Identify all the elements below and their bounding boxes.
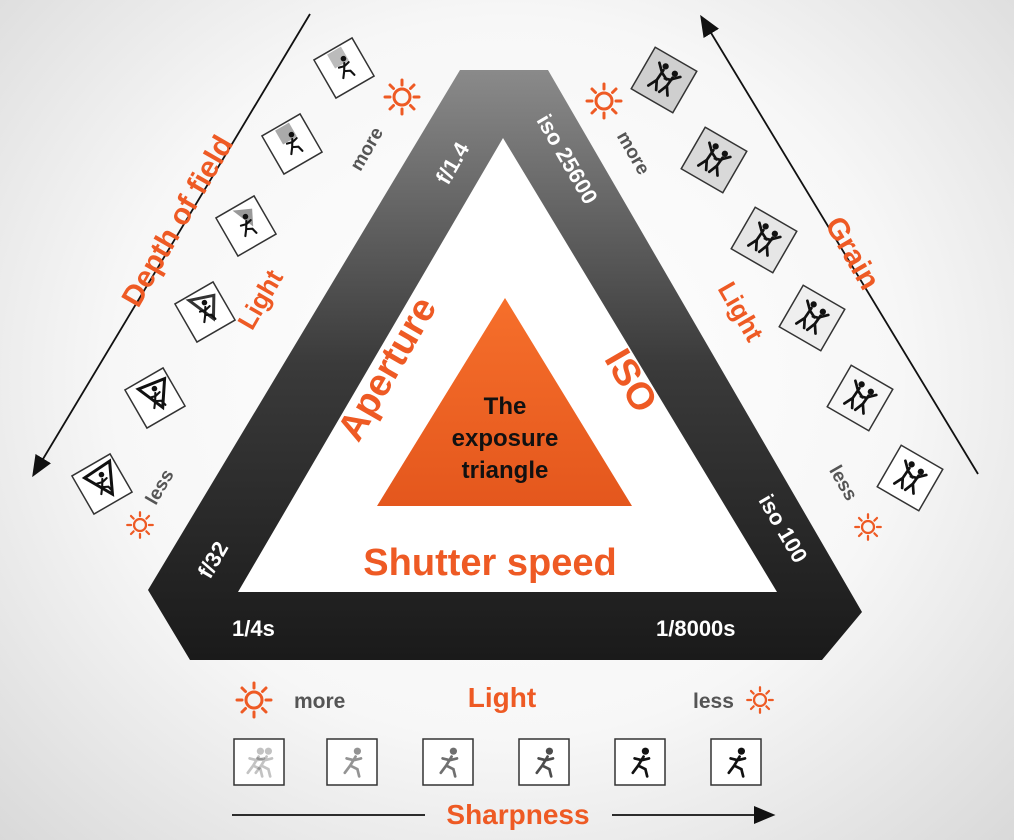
- dof-thumb-6: [70, 452, 134, 516]
- shutter-1-8000s-label: 1/8000s: [656, 616, 736, 641]
- grain-title: Grain: [818, 211, 886, 295]
- bottom-light-label: Light: [468, 682, 536, 713]
- right-more-label: more: [612, 128, 653, 179]
- grain-thumb-4: [778, 284, 846, 352]
- dof-thumb-2: [260, 112, 324, 176]
- shutter-1-4s-label: 1/4s: [232, 616, 275, 641]
- sharpness-thumb-2: [326, 738, 378, 786]
- left-thumbnails: [70, 36, 376, 516]
- dof-thumb-1: [312, 36, 376, 100]
- sharpness-thumb-5: [614, 738, 666, 786]
- left-light-label: Light: [231, 264, 289, 334]
- dof-thumb-5: [123, 366, 187, 430]
- center-title-line3: triangle: [462, 457, 549, 484]
- bottom-thumbnails: [233, 738, 762, 786]
- bottom-less-label: less: [693, 690, 734, 713]
- dof-thumb-3: [214, 194, 278, 258]
- bottom-sun-less-icon: [746, 686, 774, 714]
- center-title-line1: The: [484, 393, 527, 420]
- left-sun-more-icon: [383, 78, 421, 116]
- grain-thumb-6: [876, 444, 944, 512]
- sharpness-title: Sharpness: [446, 799, 589, 830]
- shutter-speed-label: Shutter speed: [363, 542, 616, 584]
- center-title-line2: exposure: [452, 425, 559, 452]
- left-sun-less-icon: [126, 511, 154, 539]
- sharpness-thumb-4: [518, 738, 570, 786]
- grain-thumb-5: [826, 364, 894, 432]
- sharpness-thumb-3: [422, 738, 474, 786]
- right-light-label: Light: [712, 276, 770, 346]
- dof-thumb-4: [173, 280, 237, 344]
- sharpness-thumb-1: [233, 738, 285, 786]
- right-sun-less-icon: [854, 513, 882, 541]
- grain-arrow: [700, 14, 979, 475]
- left-more-label: more: [347, 124, 388, 175]
- right-thumbnails: [630, 46, 944, 512]
- grain-thumb-1: [630, 46, 698, 114]
- bottom-more-label: more: [294, 690, 345, 713]
- center-orange-triangle: [377, 298, 632, 506]
- grain-thumb-3: [730, 206, 798, 274]
- bottom-sun-more-icon: [235, 681, 273, 719]
- left-less-label: less: [142, 466, 179, 509]
- grain-thumb-2: [680, 126, 748, 194]
- right-sun-more-icon: [585, 82, 623, 120]
- right-less-label: less: [824, 462, 861, 505]
- sharpness-thumb-6: [710, 738, 762, 786]
- depth-of-field-arrow: [32, 13, 311, 478]
